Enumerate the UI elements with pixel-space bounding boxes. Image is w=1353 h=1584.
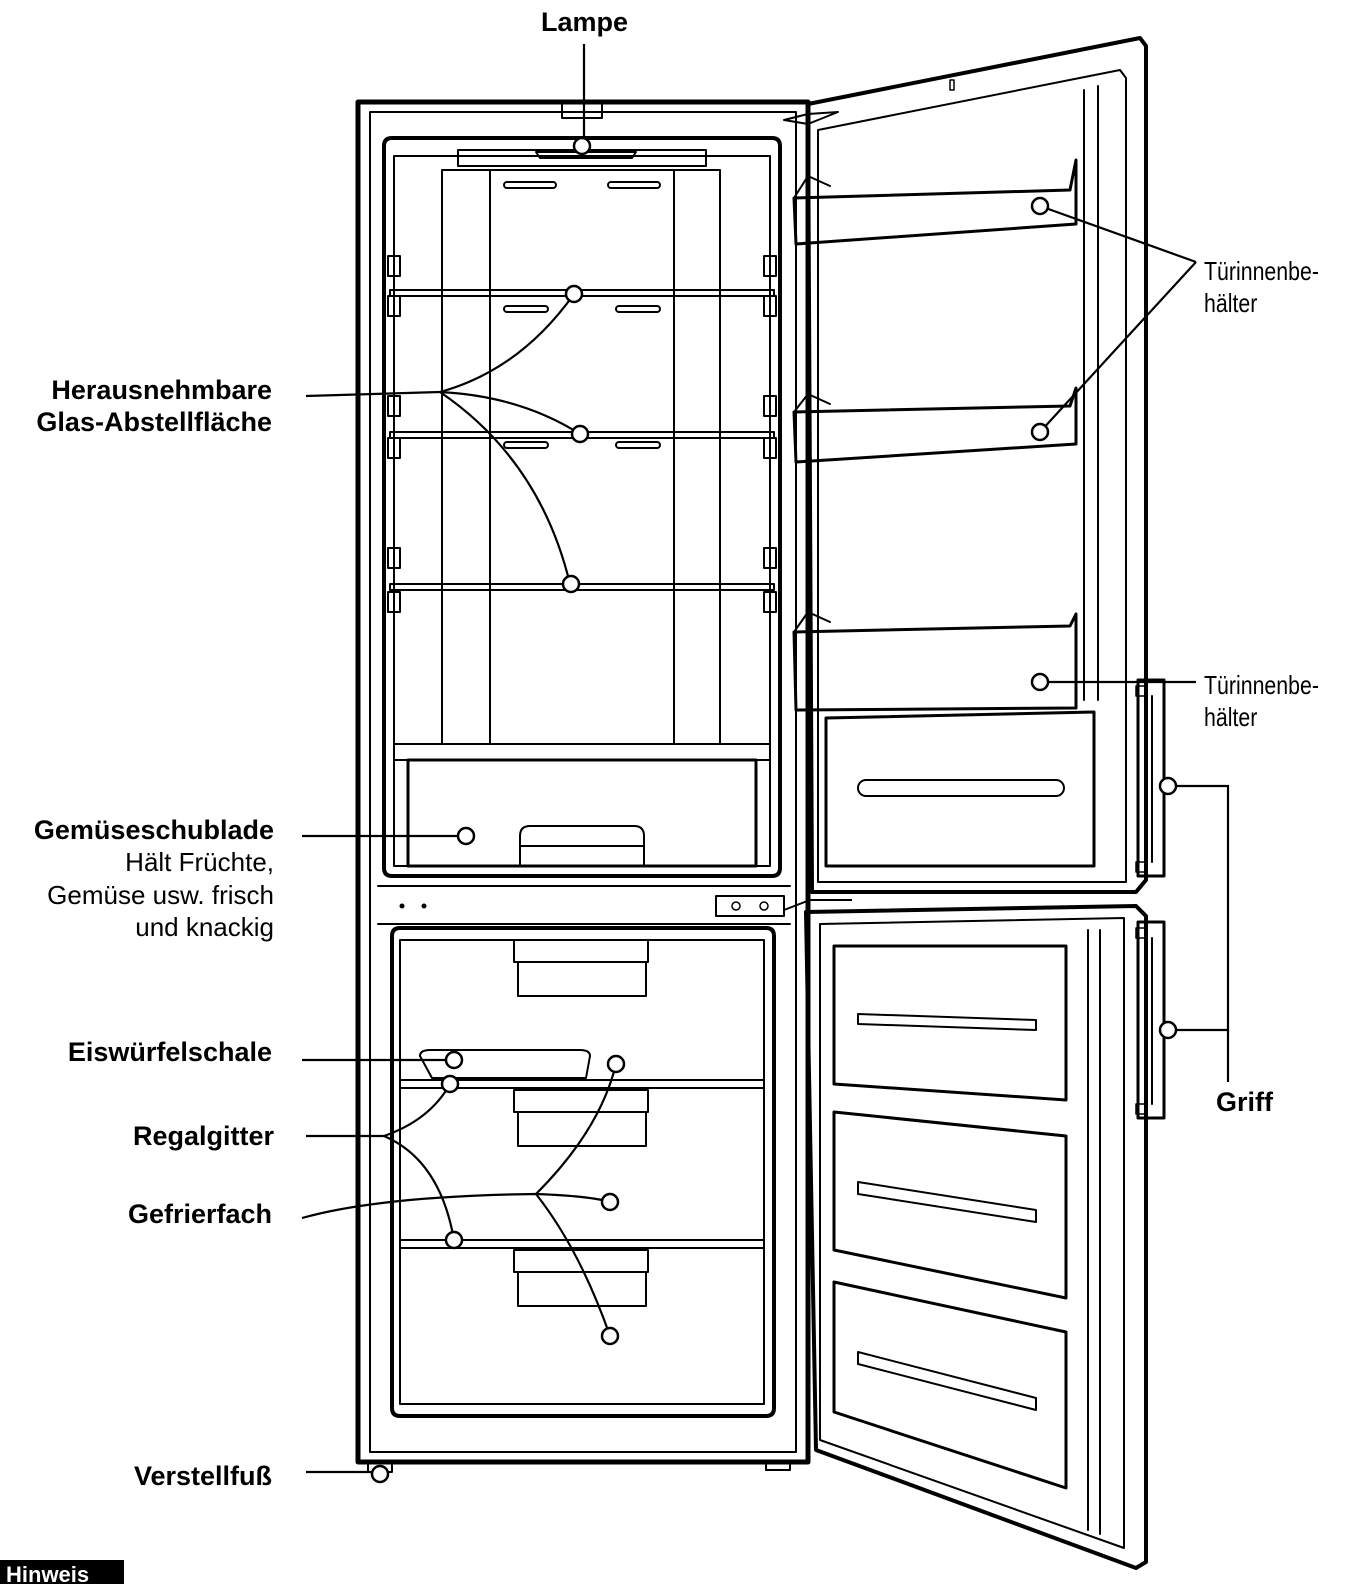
label-grid-rack: Regalgitter bbox=[132, 1121, 274, 1151]
label-vegetable-drawer-title: Gemüseschublade bbox=[33, 815, 274, 845]
label-door-bin-upper-line2: hälter bbox=[1204, 287, 1258, 318]
label-glass-shelf-line1: Herausnehmbare bbox=[51, 375, 272, 405]
marker-door-bin-3 bbox=[1030, 672, 1050, 692]
label-freezer-drawer: Gefrierfach bbox=[127, 1199, 272, 1229]
vegetable-drawer bbox=[393, 743, 771, 868]
hinweis-heading: Hinweis bbox=[0, 1560, 124, 1584]
marker-freezer-3 bbox=[600, 1326, 620, 1346]
marker-foot bbox=[370, 1464, 390, 1484]
marker-glass-shelf-3 bbox=[561, 574, 581, 594]
label-door-bin-lower: Türinnenbe- hälter bbox=[1204, 670, 1319, 733]
fridge-door bbox=[783, 36, 1166, 894]
marker-rack-1 bbox=[440, 1074, 460, 1094]
label-door-bin-upper: Türinnenbe- hälter bbox=[1204, 256, 1319, 319]
marker-handle-upper bbox=[1158, 776, 1178, 796]
label-adjustable-foot: Verstellfuß bbox=[133, 1461, 272, 1491]
marker-rack-2 bbox=[444, 1230, 464, 1250]
label-door-bin-lower-line2: hälter bbox=[1204, 701, 1258, 732]
label-glass-shelf-line2: Glas-Abstellfläche bbox=[36, 407, 272, 438]
marker-handle-lower bbox=[1158, 1020, 1178, 1040]
label-door-bin-upper-line1: Türinnenbe- bbox=[1204, 256, 1319, 286]
label-door-bin-lower-line1: Türinnenbe- bbox=[1204, 670, 1319, 700]
fridge-compartment bbox=[382, 136, 782, 878]
marker-door-bin-2 bbox=[1030, 422, 1050, 442]
glass-shelves bbox=[389, 289, 775, 591]
marker-glass-shelf-2 bbox=[570, 424, 590, 444]
label-vegetable-drawer-desc-3: und knackig bbox=[135, 912, 274, 943]
label-vegetable-drawer-desc-2: Gemüse usw. frisch bbox=[47, 879, 274, 910]
marker-door-bin-1 bbox=[1030, 196, 1050, 216]
label-glass-shelf: Herausnehmbare Glas-Abstellfläche bbox=[0, 374, 272, 439]
marker-freezer-2 bbox=[600, 1192, 620, 1212]
marker-ice-tray bbox=[444, 1050, 464, 1070]
marker-glass-shelf-1 bbox=[564, 284, 584, 304]
label-vegetable-drawer: Gemüseschublade Hält Früchte, Gemüse usw… bbox=[0, 814, 274, 944]
label-vegetable-drawer-desc-1: Hält Früchte, bbox=[125, 847, 274, 878]
marker-lampe bbox=[572, 136, 592, 156]
marker-vegetable-drawer bbox=[456, 826, 476, 846]
control-strip bbox=[377, 885, 791, 925]
leader-lines bbox=[301, 44, 1230, 1474]
label-handle: Griff bbox=[1216, 1087, 1273, 1117]
marker-freezer-1 bbox=[606, 1054, 626, 1074]
callout-markers bbox=[370, 136, 1178, 1484]
freezer-door bbox=[804, 904, 1166, 1570]
label-ice-tray: Eiswürfelschale bbox=[67, 1037, 272, 1067]
fridge-cabinet bbox=[355, 99, 811, 1465]
label-lampe: Lampe bbox=[541, 7, 629, 37]
freezer-compartment bbox=[390, 926, 776, 1418]
